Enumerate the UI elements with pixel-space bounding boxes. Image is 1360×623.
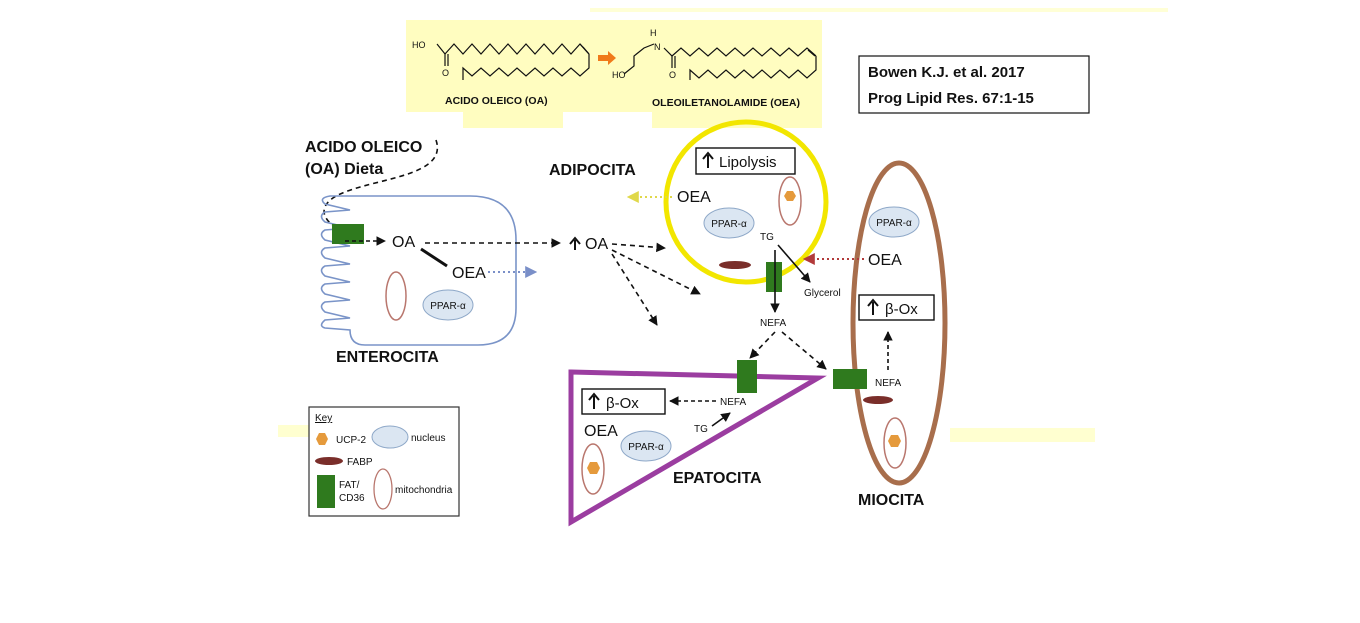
adipocyte-title: ADIPOCITA: [549, 162, 636, 179]
dietary-oa-line2: (OA) Dieta: [305, 161, 383, 178]
tg-to-glycerol-arrow: [777, 244, 811, 283]
ppar-hepatocyte: PPAR-α: [628, 442, 664, 453]
ucp2-icon: [316, 433, 328, 445]
key-mitochondria: mitochondria: [395, 485, 453, 496]
lipolysis-label: Lipolysis: [719, 154, 777, 171]
dietary-oa-line1: ACIDO OLEICO: [305, 139, 422, 156]
fat-cd36-myocyte: [833, 369, 867, 389]
highlight-bands: [278, 8, 1168, 442]
ucp2-myocyte: [888, 435, 901, 447]
key-fabp: FABP: [347, 457, 373, 468]
citation-line1: Bowen K.J. et al. 2017: [868, 64, 1025, 81]
oa-to-myocyte-arrow: [611, 249, 701, 295]
oa-to-hepatocyte-arrow: [611, 253, 658, 326]
chemical-structures-panel: HO O ACIDO OLEICO (OA) H N HO O OLEOILET…: [406, 20, 822, 128]
oa-to-oea-conversion: [420, 247, 448, 268]
key-title: Key: [315, 413, 332, 424]
mitochondrion-adipocyte: [778, 176, 802, 226]
oea-ho: HO: [612, 70, 626, 80]
oleic-acid-structure: [436, 43, 590, 80]
hepatocyte-tg: TG: [694, 424, 708, 435]
fat-cd36-hepatocyte: [737, 360, 757, 393]
blood-oa: OA: [585, 236, 608, 253]
adipocyte-nefa: NEFA: [760, 318, 786, 329]
fat-cd36-enterocyte: [332, 224, 364, 244]
nefa-to-hepatocyte-arrow: [749, 331, 776, 359]
oea-label: OLEOILETANOLAMIDE (OEA): [652, 97, 800, 109]
hepatocyte-triangle: [568, 369, 827, 527]
beta-ox-box-myocyte: [858, 294, 935, 321]
key-ucp2: UCP-2: [336, 435, 366, 446]
ucp2-adipocyte: [784, 191, 796, 201]
myocyte-nefa: NEFA: [875, 378, 901, 389]
fat-cd36-icon: [317, 475, 335, 508]
citation-line2: Prog Lipid Res. 67:1-15: [868, 90, 1034, 107]
beta-ox-myocyte: β-Ox: [885, 301, 918, 318]
oa-to-adipocyte-arrow: [611, 242, 666, 253]
nucleus-adipocyte: [703, 207, 755, 239]
enterocyte-oea: OEA: [452, 265, 486, 282]
hepatocyte-nefa: NEFA: [720, 397, 746, 408]
ppar-enterocyte: PPAR-α: [430, 301, 466, 312]
oea-structure: [623, 43, 817, 80]
adipocyte-oea: OEA: [677, 189, 711, 206]
hepatocyte-oea: OEA: [584, 423, 618, 440]
up-arrow-icon: [569, 236, 581, 250]
fabp-icon: [315, 457, 343, 465]
mitochondrion-enterocyte: [385, 271, 407, 321]
oea-n: N: [654, 42, 661, 52]
mitochondrion-hepatocyte: [581, 443, 605, 495]
beta-ox-hepatocyte: β-Ox: [606, 395, 639, 412]
adipocyte-tg: TG: [760, 232, 774, 243]
myocyte-cell: PPAR-α OEA β-Ox NEFA MIOCITA: [802, 160, 948, 509]
oleic-acid-ho: HO: [412, 40, 426, 50]
structures-background: [406, 20, 822, 112]
mitochondrion-myocyte: [883, 417, 907, 469]
conversion-arrow: [598, 51, 616, 65]
beta-ox-box-hepatocyte: [581, 388, 666, 415]
ppar-myocyte: PPAR-α: [876, 218, 912, 229]
enterocyte-oa: OA: [392, 234, 415, 251]
myocyte-title: MIOCITA: [858, 492, 925, 509]
up-arrow-icon: [867, 298, 879, 315]
fabp-adipocyte: [719, 261, 751, 269]
lipolysis-box: [695, 147, 796, 175]
nucleus-hepatocyte: [620, 430, 672, 462]
ppar-adipocyte: PPAR-α: [711, 219, 747, 230]
up-arrow-icon: [702, 151, 714, 168]
nefa-to-tg-hepatocyte: [711, 412, 731, 427]
key-fat-line2: CD36: [339, 493, 365, 504]
oea-h: H: [650, 28, 657, 38]
up-arrow-icon: [588, 392, 600, 409]
enterocyte-membrane: [320, 195, 517, 346]
dietary-intake-arrow: [323, 139, 439, 231]
blood-oa-group: OA: [569, 236, 608, 253]
myocyte-oea: OEA: [868, 252, 902, 269]
enterocyte-cell: OA OEA PPAR-α ENTEROCITA: [320, 195, 538, 366]
adipocyte-ring: [663, 119, 829, 285]
fabp-myocyte: [863, 396, 893, 404]
nucleus-enterocyte: [422, 289, 474, 321]
hepatocyte-title: EPATOCITA: [673, 470, 762, 487]
nucleus-myocyte: [868, 206, 920, 238]
legend-key: Key UCP-2 nucleus FABP FAT/ CD36 mitocho…: [308, 406, 460, 517]
oleic-acid-o: O: [442, 68, 449, 78]
ucp2-hepatocyte: [587, 462, 600, 474]
key-nucleus: nucleus: [411, 433, 445, 444]
adipocyte-cell: ADIPOCITA Lipolysis OEA PPAR-α TG Glycer…: [549, 119, 841, 329]
key-fat-line1: FAT/: [339, 480, 360, 491]
hepatocyte-cell: β-Ox NEFA TG OEA PPAR-α EPATOCITA: [568, 360, 827, 527]
oea-o: O: [669, 70, 676, 80]
nefa-to-myocyte-arrow: [781, 331, 827, 370]
citation-box: Bowen K.J. et al. 2017 Prog Lipid Res. 6…: [858, 55, 1090, 114]
nucleus-icon: [371, 425, 409, 449]
oleic-acid-label: ACIDO OLEICO (OA): [445, 95, 548, 107]
fat-cd36-adipocyte: [766, 262, 782, 292]
myocyte-ring: [850, 160, 948, 486]
enterocyte-title: ENTEROCITA: [336, 349, 439, 366]
mitochondria-icon: [373, 468, 393, 510]
glycerol-label: Glycerol: [804, 288, 841, 299]
